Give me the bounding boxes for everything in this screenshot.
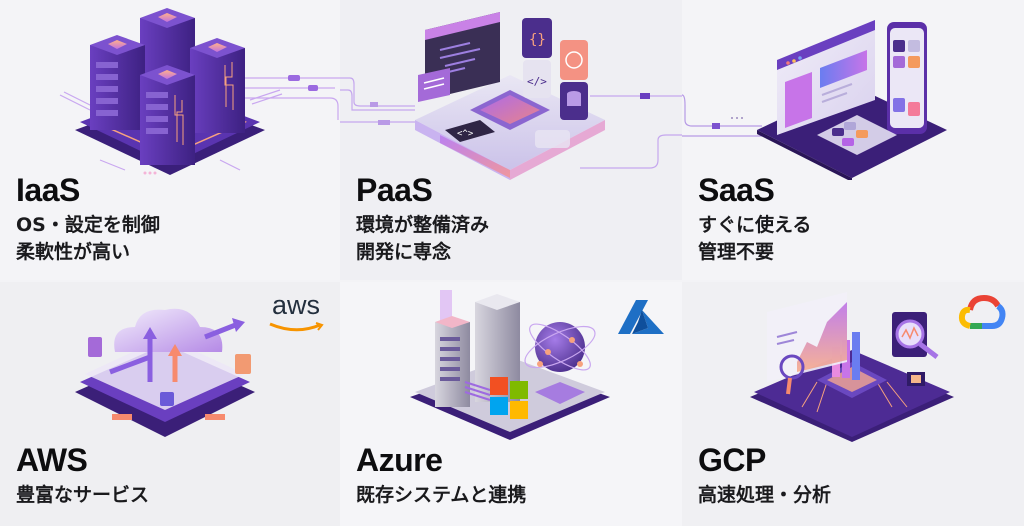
aws-logo: aws (266, 292, 326, 332)
cloud-services-illustration (75, 308, 255, 437)
data-analytics-illustration (750, 292, 954, 442)
azure-description-line-1: 既存システムと連携 (356, 484, 527, 506)
saas-description-line-2: 管理不要 (698, 241, 775, 263)
aws-title: AWS (16, 442, 88, 478)
google-cloud-logo (958, 294, 1006, 329)
iaas-description: OS・設定を制御 柔軟性が高い (16, 212, 160, 266)
aws-description: 豊富なサービス (16, 482, 149, 509)
saas-title: SaaS (698, 172, 775, 208)
svg-text:{}: {} (529, 32, 546, 48)
paas-card: {} </> <^> PaaS 環境が整備済み 開発に専念 (340, 0, 682, 280)
paas-title: PaaS (356, 172, 433, 208)
gcp-description-line-1: 高速処理・分析 (698, 484, 832, 506)
aws-logo-text: aws (271, 290, 320, 320)
svg-text:<^>: <^> (457, 129, 474, 139)
saas-description: すぐに使える 管理不要 (698, 212, 811, 266)
server-racks-illustration (59, 8, 340, 175)
azure-card: Azure 既存システムと連携 (340, 282, 682, 526)
iaas-description-line-2: 柔軟性が高い (16, 241, 131, 263)
iaas-card: IaaS OS・設定を制御 柔軟性が高い (0, 0, 340, 280)
saas-card: SaaS すぐに使える 管理不要 (682, 0, 1024, 280)
paas-description-line-1: 環境が整備済み (356, 214, 490, 236)
dev-platform-illustration: {} </> <^> (340, 12, 682, 180)
saas-description-line-1: すぐに使える (698, 214, 812, 236)
azure-logo (618, 300, 664, 334)
azure-description: 既存システムと連携 (356, 482, 526, 509)
svg-text:</>: </> (527, 75, 547, 88)
iaas-title: IaaS (16, 172, 80, 208)
aws-description-line-1: 豊富なサービス (16, 484, 150, 506)
paas-description: 環境が整備済み 開発に専念 (356, 212, 489, 266)
gcp-title: GCP (698, 442, 766, 478)
azure-title: Azure (356, 442, 443, 478)
aws-smile-icon (269, 322, 324, 332)
aws-card: aws AWS 豊富なサービス (0, 282, 340, 526)
gcp-description: 高速処理・分析 (698, 482, 831, 509)
paas-description-line-2: 開発に専念 (356, 241, 452, 263)
apps-devices-illustration (682, 20, 947, 180)
hybrid-integration-illustration (410, 290, 610, 440)
iaas-description-line-1: OS・設定を制御 (16, 214, 160, 236)
gcp-card: GCP 高速処理・分析 (682, 282, 1024, 526)
